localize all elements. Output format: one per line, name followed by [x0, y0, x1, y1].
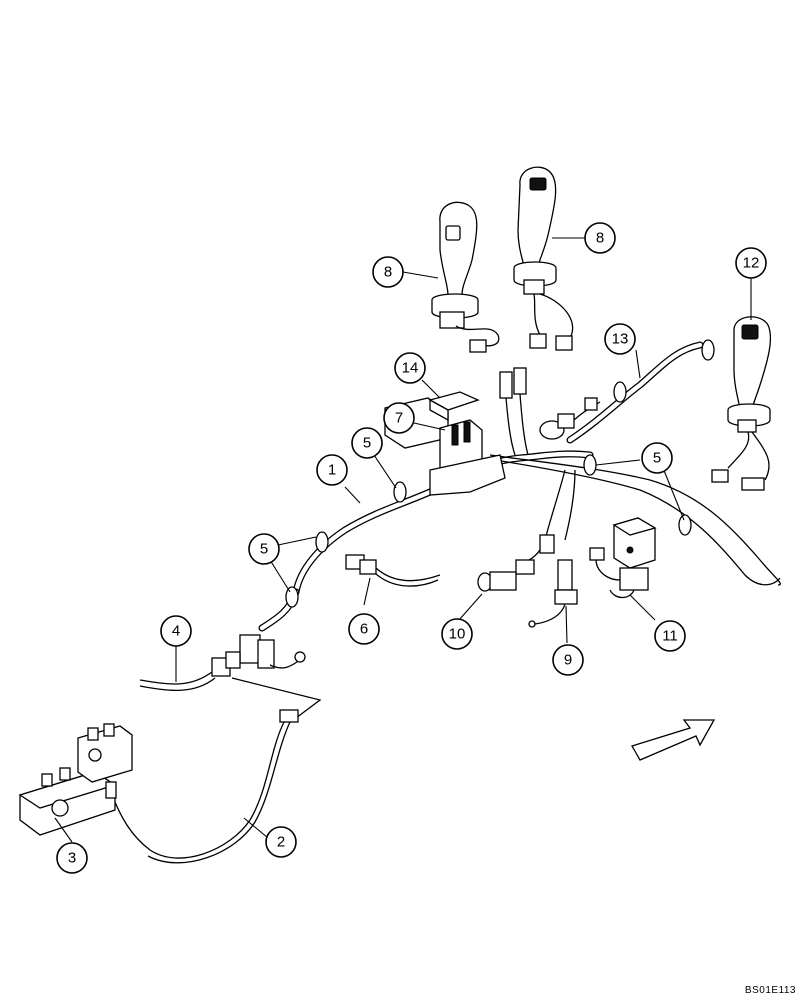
- callout-2: 2: [265, 826, 297, 858]
- plug-connector: [477, 469, 576, 592]
- svg-text:10: 10: [449, 626, 466, 643]
- svg-text:5: 5: [260, 541, 268, 558]
- callout-7: 7: [383, 402, 415, 434]
- svg-text:4: 4: [172, 623, 180, 640]
- clip-rings: [285, 339, 715, 608]
- callout-10: 10: [441, 618, 473, 650]
- connector-six: [345, 554, 441, 587]
- left-connectors: [111, 634, 322, 864]
- svg-text:2: 2: [277, 834, 285, 851]
- callout-5-right: 5: [641, 442, 673, 474]
- svg-text:11: 11: [662, 628, 678, 645]
- callout-14: 14: [394, 352, 426, 384]
- svg-text:5: 5: [653, 450, 661, 467]
- callout-4: 4: [160, 615, 192, 647]
- svg-text:13: 13: [612, 331, 629, 348]
- direction-arrow: [631, 719, 716, 761]
- callout-13: 13: [604, 323, 636, 355]
- svg-text:8: 8: [596, 230, 604, 247]
- joystick-right: [711, 316, 772, 491]
- svg-text:5: 5: [363, 435, 371, 452]
- valve-block: [18, 723, 133, 836]
- solenoid-box: [589, 517, 657, 599]
- callout-8-left: 8: [372, 256, 404, 288]
- svg-text:8: 8: [384, 264, 392, 281]
- callout-11: 11: [654, 620, 686, 652]
- callout-12: 12: [735, 247, 767, 279]
- svg-text:3: 3: [68, 850, 76, 867]
- joystick-left: [431, 201, 500, 353]
- switch-module: [528, 559, 578, 628]
- bracket: [428, 391, 480, 422]
- callout-5-center: 5: [351, 427, 383, 459]
- svg-text:1: 1: [328, 462, 336, 479]
- callout-6: 6: [348, 613, 380, 645]
- callout-5-left: 5: [248, 533, 280, 565]
- joystick-center: [513, 166, 574, 351]
- svg-text:9: 9: [564, 652, 572, 669]
- callout-8-right: 8: [584, 222, 616, 254]
- callout-1: 1: [316, 454, 348, 486]
- drawing-code: BS01E113: [744, 985, 796, 996]
- relay-connectors: [499, 367, 601, 456]
- svg-text:7: 7: [395, 410, 403, 427]
- callout-3: 3: [56, 842, 88, 874]
- svg-text:14: 14: [402, 360, 419, 377]
- svg-text:12: 12: [743, 255, 760, 272]
- leader-lines: [54, 237, 752, 843]
- callout-9: 9: [552, 644, 584, 676]
- svg-text:6: 6: [360, 621, 368, 638]
